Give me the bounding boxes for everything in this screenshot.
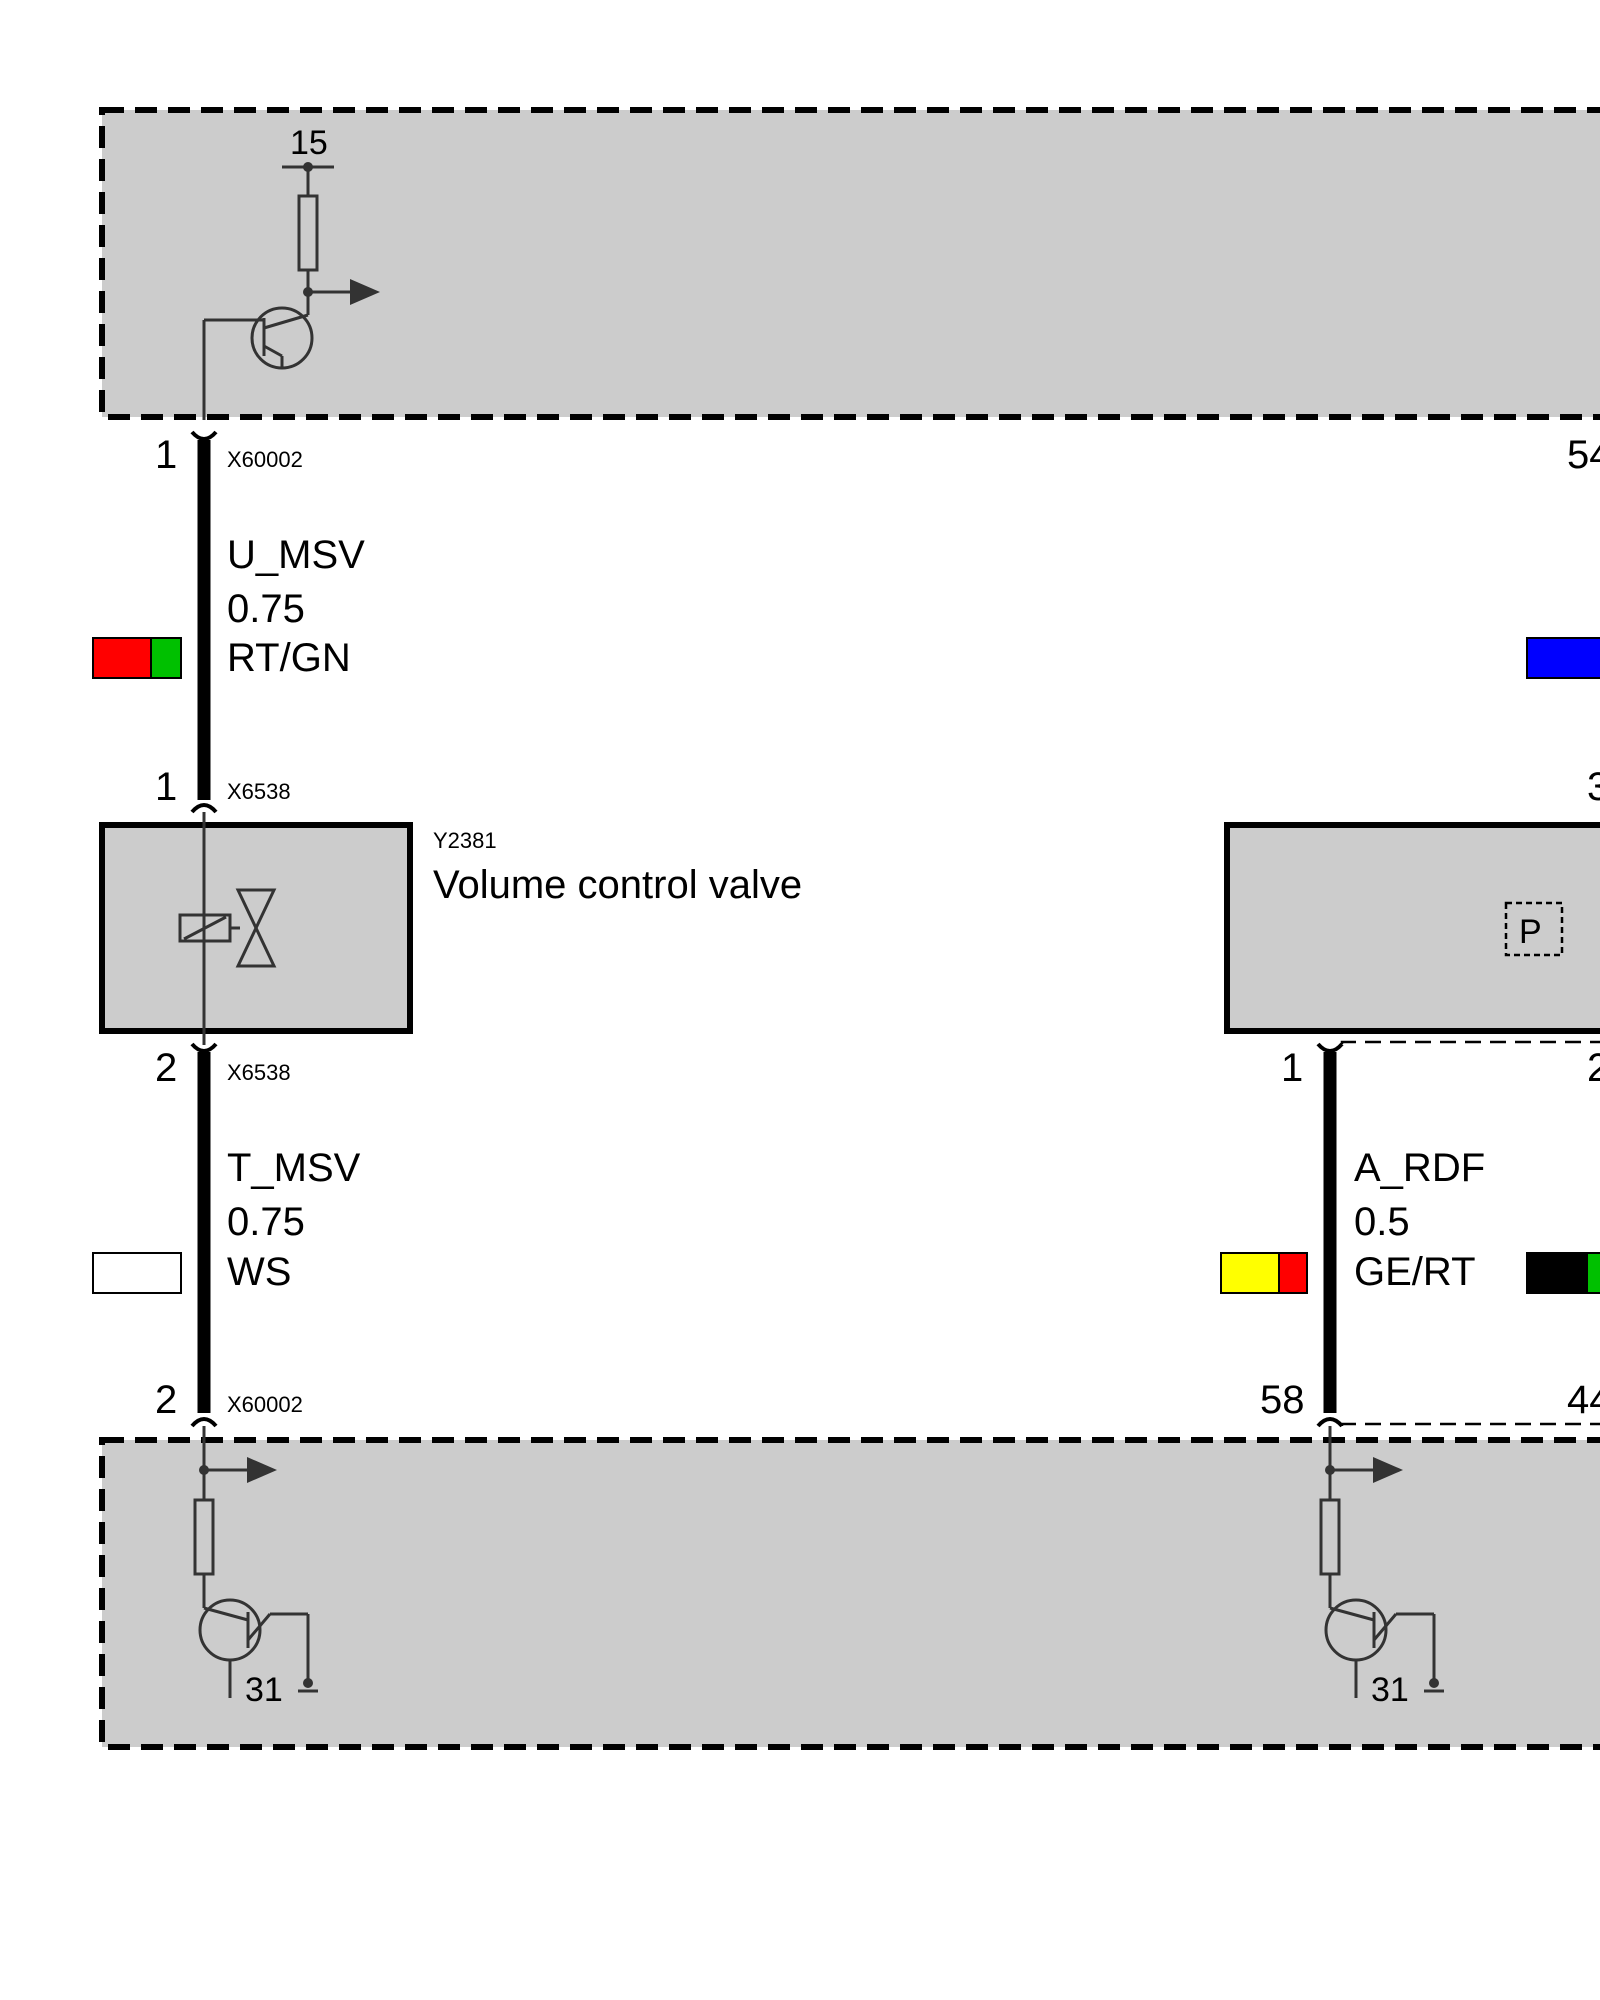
bottom-left-driver-circuit [193, 1426, 318, 1698]
gauge-t-msv: 0.75 [227, 1200, 305, 1244]
shield-wire [1340, 1040, 1600, 1044]
signal-t-msv: T_MSV [227, 1146, 361, 1190]
valve-name: Volume control valve [433, 863, 802, 907]
signal-u-msv: U_MSV [227, 533, 365, 577]
pin-58: 58 [1260, 1378, 1305, 1422]
top-control-unit-box [99, 107, 1600, 420]
output-arrow-icon [247, 1457, 277, 1483]
ground-31-left: 31 [245, 1671, 283, 1709]
color-swatch-t-msv [92, 1252, 182, 1294]
color-swatch-a-rdf [1220, 1252, 1308, 1294]
pin-x60002-bottom: 2 [155, 1378, 177, 1422]
gauge-u-msv: 0.75 [227, 587, 305, 631]
connector-x6538-top: X6538 [227, 779, 291, 804]
connector-x60002-bottom: X60002 [227, 1392, 303, 1417]
bottom-control-unit-box [99, 1437, 1600, 1750]
output-arrow-icon [1373, 1457, 1403, 1483]
valve-id: Y2381 [433, 828, 497, 853]
color-code-a-rdf: GE/RT [1354, 1250, 1476, 1294]
pin-44: 44 [1567, 1378, 1600, 1422]
bottom-right-driver-circuit [1319, 1426, 1444, 1698]
top-driver-circuit [202, 162, 380, 420]
color-swatch-u-msv [92, 637, 182, 679]
color-swatch-right-bottom [1526, 1252, 1600, 1294]
connector-hook-x60002-bottom [190, 1417, 218, 1428]
gauge-a-rdf: 0.5 [1354, 1200, 1410, 1244]
connector-hook-x6538-bottom [190, 1042, 218, 1053]
connector-hook-pin58 [1316, 1417, 1344, 1428]
color-code-u-msv: RT/GN [227, 636, 351, 680]
solenoid-valve-icon [178, 812, 277, 1045]
pin-x60002-top: 1 [155, 433, 177, 477]
output-arrow-icon [350, 279, 380, 305]
terminal-15-label: 15 [290, 124, 328, 162]
pin-right-54: 54 [1567, 433, 1600, 477]
connector-x6538-bottom: X6538 [227, 1060, 291, 1085]
pin-sensor-2: 2 [1587, 1046, 1600, 1090]
color-code-t-msv: WS [227, 1250, 291, 1294]
pin-sensor-1: 1 [1281, 1046, 1303, 1090]
connector-x60002-top: X60002 [227, 447, 303, 472]
pin-x6538-top: 1 [155, 765, 177, 809]
shield-wire-bottom [1340, 1422, 1600, 1426]
ground-31-right: 31 [1371, 1671, 1409, 1709]
connector-hook-x6538-top [190, 803, 218, 814]
color-swatch-right-top [1526, 637, 1600, 679]
pressure-symbol-box [1504, 901, 1564, 957]
connector-hook-sensor-pin1 [1316, 1042, 1344, 1053]
pin-right-3: 3 [1587, 765, 1600, 809]
connector-hook-x60002-top [190, 430, 218, 441]
signal-a-rdf: A_RDF [1354, 1146, 1485, 1190]
pin-x6538-bottom: 2 [155, 1046, 177, 1090]
pressure-symbol: P [1519, 913, 1542, 951]
